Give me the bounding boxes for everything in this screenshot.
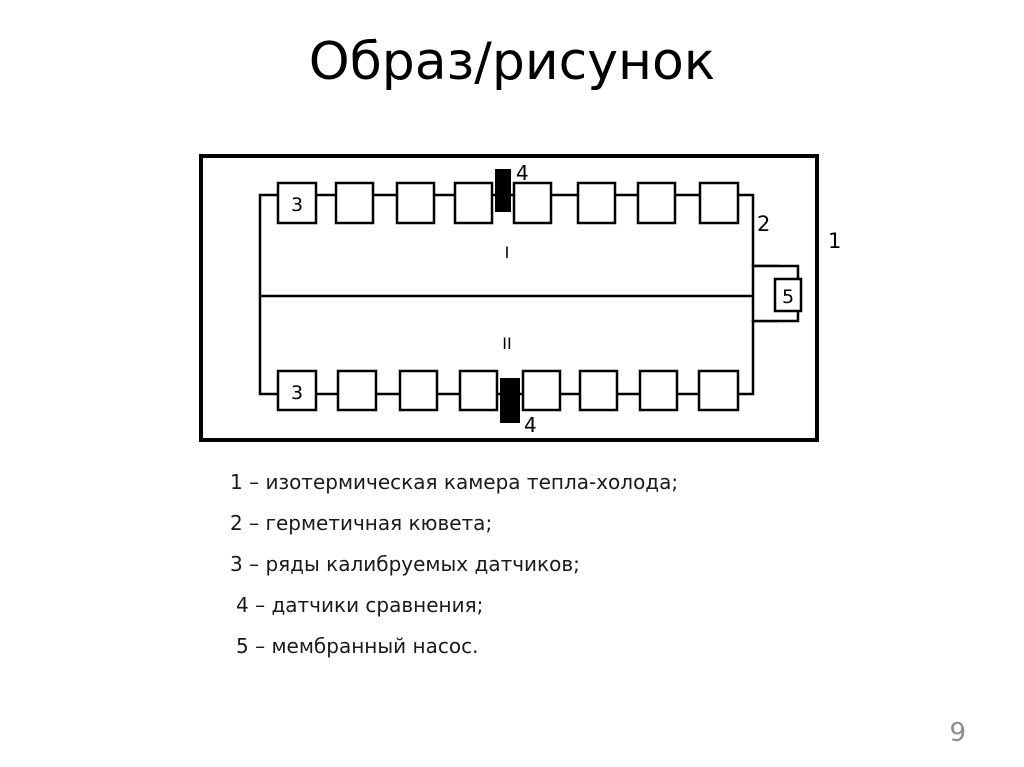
reference-sensor-bottom — [500, 378, 520, 423]
sensor-box — [697, 369, 740, 412]
label-sensors-bottom: 3 — [291, 382, 303, 404]
sensor-box — [453, 181, 494, 225]
legend-item-2: 2 – герметичная кювета; — [230, 511, 493, 535]
sensor-box — [395, 181, 436, 225]
label-cuvette: 2 — [757, 212, 770, 236]
sensor-box — [638, 369, 679, 412]
legend-item-1: 1 – изотермическая камера тепла-холода; — [230, 470, 679, 494]
sensor-box — [276, 181, 318, 225]
label-pump: 5 — [782, 286, 794, 308]
sensor-box — [276, 369, 318, 412]
cuvette-loop — [258, 193, 778, 396]
sensor-box — [636, 181, 677, 225]
legend: 1 – изотермическая камера тепла-холода; … — [230, 462, 678, 667]
label-row-top: I — [505, 243, 510, 262]
label-row-bottom: II — [502, 334, 511, 353]
label-reference-top: 4 — [516, 161, 529, 185]
sensor-box — [512, 181, 553, 225]
pump-box — [773, 277, 803, 313]
sensor-box — [334, 181, 375, 225]
sensor-box — [578, 369, 619, 412]
sensor-box — [698, 181, 740, 225]
isothermal-chamber — [199, 154, 819, 442]
sensor-box — [336, 369, 378, 412]
legend-item-3: 3 – ряды калибруемых датчиков; — [230, 552, 580, 576]
legend-item-5: 5 – мембранный насос. — [236, 634, 479, 658]
sensor-box — [521, 369, 562, 412]
label-chamber: 1 — [828, 229, 841, 253]
sensor-box — [458, 369, 499, 412]
label-reference-bottom: 4 — [524, 413, 537, 437]
reference-sensor-top — [495, 169, 511, 212]
page-number: 9 — [949, 718, 966, 748]
slide-title: Образ/рисунок — [308, 32, 716, 92]
legend-item-4: 4 – датчики сравнения; — [236, 593, 484, 617]
label-sensors-top: 3 — [291, 194, 303, 216]
sensor-box — [576, 181, 617, 225]
sensor-box — [398, 369, 439, 412]
